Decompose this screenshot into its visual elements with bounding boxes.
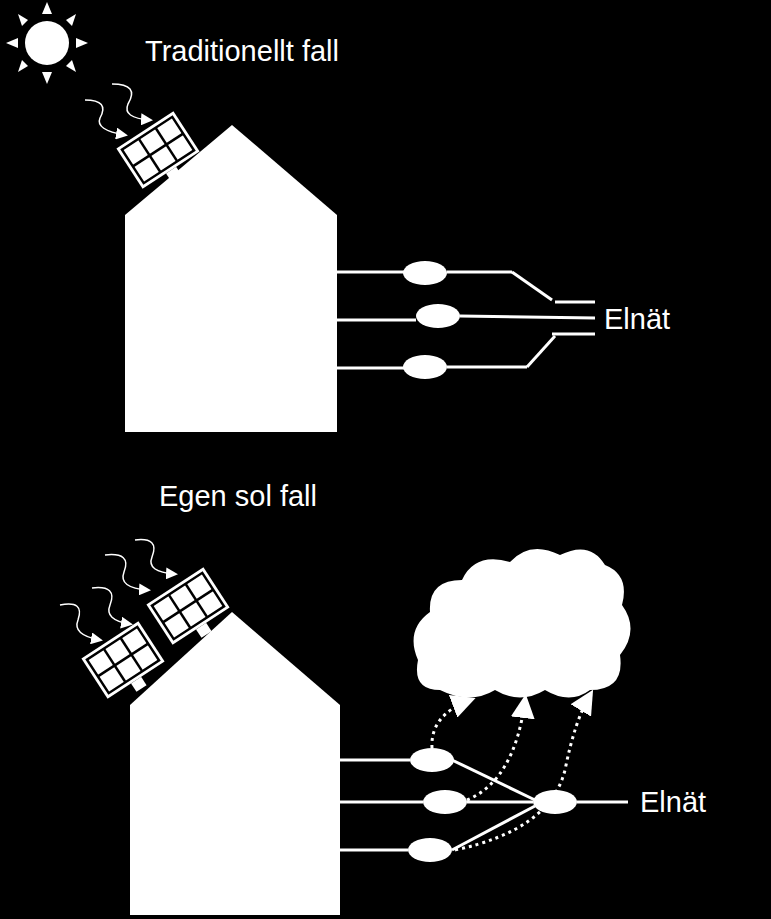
electricity-meters [408,748,577,862]
cloud [414,549,631,698]
sun [6,2,88,84]
electricity-meters [403,261,460,379]
grid-label: Elnät [604,305,670,334]
sun-rays [85,84,150,135]
solar-panel [146,567,235,653]
grid-wires [337,272,595,368]
case-title: Traditionellt fall [145,37,339,66]
solar-panel [81,621,170,707]
case-title: Egen sol fall [159,482,317,511]
data-links [432,695,590,850]
sun-rays [60,540,175,640]
grid-label: Elnät [640,788,706,817]
grid-wires [340,760,628,850]
solar-panel [116,111,205,197]
